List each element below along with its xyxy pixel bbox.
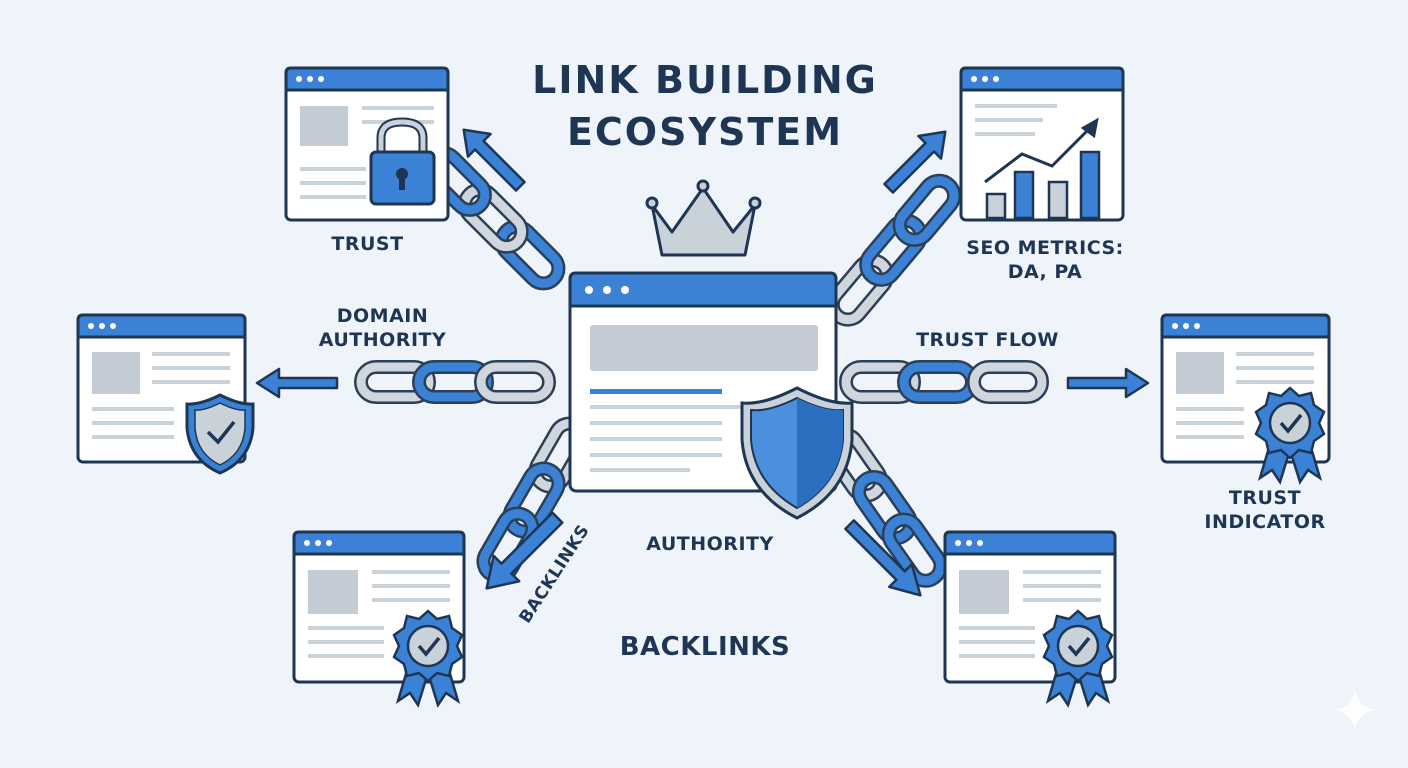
label-trust-indicator-line-1: TRUST	[1228, 487, 1302, 509]
label-seo-metrics-line-1: SEO METRICS:	[966, 237, 1124, 259]
award-badge-icon	[1042, 609, 1114, 708]
arrow-icon	[255, 367, 339, 399]
label-domain-authority-line-1: DOMAIN	[336, 305, 429, 327]
label-trust-flow: TRUST FLOW	[916, 329, 1059, 351]
label-trust-indicator-line-2: INDICATOR	[1204, 511, 1326, 533]
title-line-2: ECOSYSTEM	[566, 110, 844, 154]
shield-check-icon	[185, 393, 255, 475]
chain-link-icon	[459, 184, 528, 253]
backlinks-browser-window-right	[943, 530, 1117, 684]
label-authority: AUTHORITY	[646, 533, 774, 555]
bar-chart-icon	[984, 117, 1101, 220]
arrow-icon	[485, 511, 564, 590]
sparkle-icon	[1335, 690, 1375, 730]
lock-icon	[369, 117, 436, 206]
arrow-icon	[1066, 367, 1150, 399]
title-line-1: LINK BUILDING	[532, 58, 878, 102]
shield-icon	[740, 386, 854, 520]
label-seo-metrics-line-2: DA, PA	[1007, 261, 1083, 283]
arrow-icon	[883, 130, 947, 194]
award-badge-icon	[1254, 386, 1326, 485]
label-trust: TRUST	[331, 233, 404, 255]
chain-link-icon	[495, 220, 564, 289]
award-badge-icon	[392, 609, 464, 708]
arrow-icon	[844, 519, 922, 597]
chain-upper-right	[827, 175, 961, 326]
crown-icon	[645, 179, 762, 257]
label-backlinks: BACKLINKS	[619, 632, 791, 662]
arrow-icon	[462, 128, 526, 192]
chain-left	[361, 367, 549, 397]
chain-link-icon	[894, 175, 961, 246]
chain-right	[846, 367, 1042, 397]
chain-link-icon	[974, 367, 1042, 397]
label-domain-authority-line-2: AUTHORITY	[318, 329, 447, 351]
